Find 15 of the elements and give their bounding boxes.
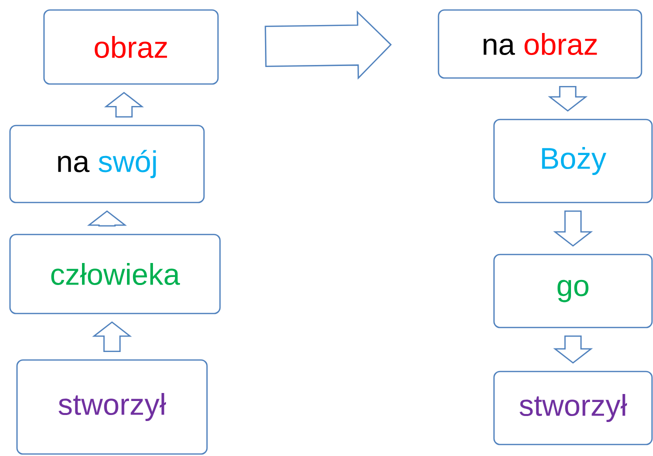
block-arrow [553,336,593,364]
block-arrow [104,92,144,118]
block-arrow [264,10,392,80]
text-box: stworzył [16,359,208,455]
text-box: człowieka [9,234,221,314]
text-box: stworzył [493,370,653,446]
text-box: obraz [43,9,219,85]
block-arrow [548,86,588,112]
block-arrow [92,321,132,352]
text-box: go [493,254,653,328]
text-box: na obraz [438,9,642,79]
block-arrow [553,210,593,247]
text-box: Boży [493,118,653,204]
text-box: na swój [9,124,205,204]
block-arrow [87,210,127,226]
